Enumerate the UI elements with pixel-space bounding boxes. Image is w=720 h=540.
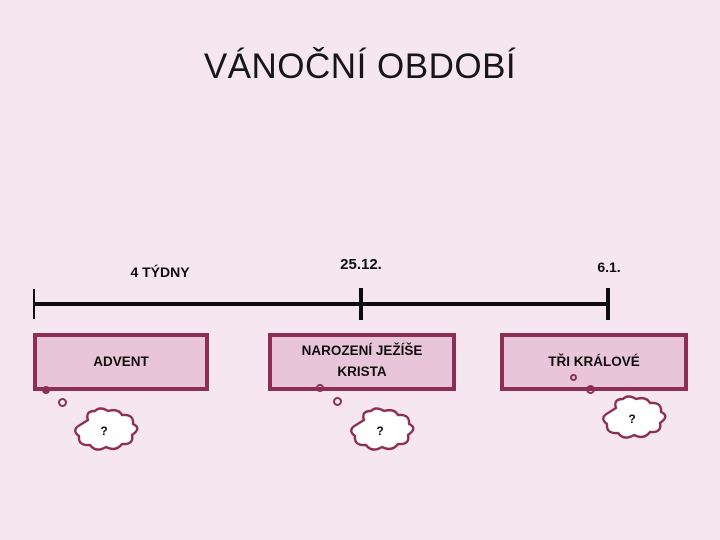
cloud-shape-icon bbox=[74, 407, 139, 451]
period-box-advent: ADVENT bbox=[33, 333, 209, 391]
period-box-nativity: NAROZENÍ JEŽÍŠE KRISTA bbox=[268, 333, 456, 391]
thought-trail-dot-small bbox=[586, 385, 595, 394]
timeline-tick-jan6 bbox=[606, 288, 610, 320]
thought-bubble-kings: ? bbox=[570, 374, 670, 442]
page-title: VÁNOČNÍ OBDOBÍ bbox=[203, 47, 517, 86]
thought-bubble-advent: ? bbox=[42, 386, 142, 454]
timeline-label-jan6: 6.1. bbox=[597, 259, 621, 275]
timeline-label-dec25: 25.12. bbox=[340, 256, 382, 273]
period-box-kings: TŘI KRÁLOVÉ bbox=[500, 333, 688, 391]
thought-trail-dot-large bbox=[570, 374, 577, 381]
cloud-shape-icon bbox=[602, 395, 667, 439]
timeline-label-weeks: 4 TÝDNY bbox=[130, 264, 190, 280]
cloud-shape-icon bbox=[350, 407, 415, 451]
thought-trail-dot-large bbox=[42, 386, 50, 394]
thought-trail-dot-large bbox=[316, 384, 324, 392]
thought-trail-dot-small bbox=[333, 397, 342, 406]
timeline-tick-dec25 bbox=[359, 288, 363, 320]
thought-bubble-nativity: ? bbox=[316, 384, 418, 454]
timeline-axis bbox=[33, 302, 610, 306]
thought-trail-dot-small bbox=[58, 398, 67, 407]
timeline-tick-start bbox=[33, 289, 35, 319]
